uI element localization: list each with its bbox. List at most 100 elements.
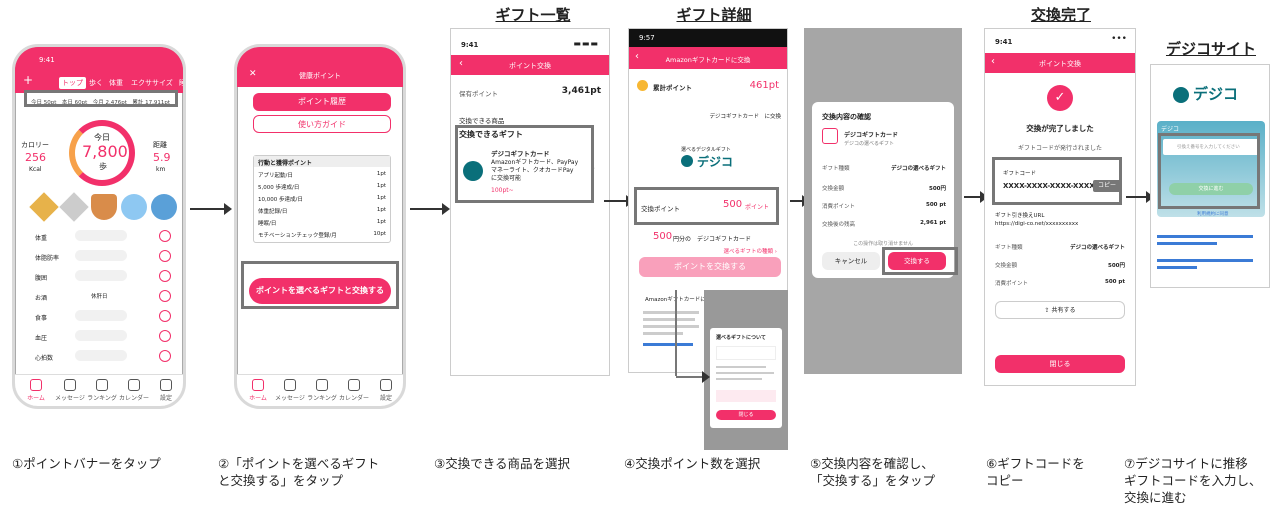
gift-description: Amazonギフトカード、PayPay マネーライト、クオカードPay に交換可… xyxy=(491,159,579,182)
highlight-gift-code xyxy=(992,157,1122,205)
tab-ranking[interactable]: ランキング xyxy=(87,379,117,402)
gift-code: XXXX-XXXX-XXXX-XXXX xyxy=(1003,182,1095,190)
record-meal[interactable]: 食事 xyxy=(35,315,48,322)
popup-close-button[interactable]: 閉じる xyxy=(716,410,776,420)
cancel-button[interactable]: キャンセル xyxy=(822,252,880,270)
total-points-label: 累計ポイント xyxy=(653,84,692,92)
item-pt: 1pt xyxy=(376,207,386,213)
exchange-points-button[interactable]: ポイントを交換する xyxy=(639,257,781,277)
back-icon[interactable]: ‹ xyxy=(459,58,463,69)
alcohol-value: 休肝日 xyxy=(91,294,108,300)
tab-home[interactable]: ホーム xyxy=(21,379,51,402)
tab-ranking[interactable]: ランキング xyxy=(307,379,337,402)
calorie-unit: Kcal xyxy=(29,166,42,173)
screen-exchange-complete: 9:41 ••• ‹ ポイント交換 ✓ 交換が完了しました ギフトコードが発行さ… xyxy=(984,28,1136,386)
graph-icon[interactable] xyxy=(159,250,171,262)
degico-logo-icon xyxy=(463,161,483,181)
copy-button[interactable]: コピー xyxy=(1093,180,1121,192)
record-waist[interactable]: 腹囲 xyxy=(35,275,48,282)
yen-value: 500 xyxy=(653,231,673,242)
record-blood-pressure[interactable]: 血圧 xyxy=(35,335,48,342)
distance-unit: km xyxy=(156,166,166,173)
point-history-button[interactable]: ポイント履歴 xyxy=(253,93,391,111)
row-value: 500円 xyxy=(929,186,946,192)
status-time: 9:57 xyxy=(639,34,655,42)
row-label: 交換金額 xyxy=(822,186,845,192)
tab-home[interactable]: ホーム xyxy=(243,379,273,402)
record-weight[interactable]: 体重 xyxy=(35,235,48,242)
graph-icon[interactable] xyxy=(159,350,171,362)
gift-info-popup: 選べるギフトについて 閉じる xyxy=(710,328,782,428)
point-banner-text[interactable]: 今日 50pt 本日 60pt 今月 2,476pt 累計 17,911pt xyxy=(31,100,171,106)
record-heart-rate[interactable]: 心拍数 xyxy=(35,355,54,362)
graph-icon[interactable] xyxy=(159,230,171,242)
calorie-label: カロリー xyxy=(21,141,49,149)
tab-top[interactable]: トップ xyxy=(59,77,86,89)
tab-settings[interactable]: 設定 xyxy=(151,379,181,402)
record-body-fat[interactable]: 体脂肪率 xyxy=(35,255,60,262)
redeem-url[interactable]: https://digi-co.net/xxxxxxxxxx xyxy=(995,221,1079,227)
caption-step-3: ③交換できる商品を選択 xyxy=(434,456,570,471)
code-label: ギフトコード xyxy=(1003,171,1037,177)
add-icon[interactable]: + xyxy=(23,73,34,87)
code-input[interactable]: 引換え番号を入力してください xyxy=(1163,139,1259,155)
record-alcohol[interactable]: お酒 xyxy=(35,295,48,302)
code-input-placeholder: 引換え番号を入力してください xyxy=(1177,145,1240,150)
record-input-pill[interactable] xyxy=(75,250,127,261)
products-label: 交換できる商品 xyxy=(459,117,505,125)
note-title: Amazonギフトカードに関 xyxy=(645,297,712,303)
row-value: 2,961 pt xyxy=(920,220,946,226)
tab-sleep[interactable]: 睡 xyxy=(179,79,186,87)
record-input-pill[interactable] xyxy=(75,230,127,241)
tab-weight[interactable]: 体重 xyxy=(109,79,123,87)
popup-title: 選べるギフトについて xyxy=(716,335,766,341)
gift-name[interactable]: デジコギフトカード xyxy=(491,150,550,158)
confirm-exchange-button[interactable]: 交換する xyxy=(888,252,946,270)
highlight-code-input xyxy=(1158,133,1260,209)
gift-sub: デジコの選べるギフト xyxy=(844,141,895,147)
tab-settings[interactable]: 設定 xyxy=(371,379,401,402)
item-label: モチベーションチェック登録/月 xyxy=(258,233,337,239)
close-icon[interactable]: ✕ xyxy=(249,69,257,79)
row-label: ギフト種類 xyxy=(995,245,1023,251)
exchange-points-label: 交換ポイント xyxy=(641,205,680,213)
action-points-list: 行動と獲得ポイント アプリ起動/日 1pt 5,000 歩達成/日 1pt 10… xyxy=(253,155,391,243)
usage-guide-button[interactable]: 使い方ガイド xyxy=(253,115,391,133)
item-label: アプリ起動/日 xyxy=(258,173,293,179)
close-button[interactable]: 閉じる xyxy=(995,355,1125,373)
dialog-note: この操作は取り消せません xyxy=(853,241,913,247)
gift-card-panel: デジコ 引換え番号を入力してください 交換に進む xyxy=(1157,121,1265,217)
gold-badge-icon xyxy=(29,192,59,222)
tab-calendar[interactable]: カレンダー xyxy=(339,379,369,402)
record-input-pill[interactable] xyxy=(75,270,127,281)
tab-calendar[interactable]: カレンダー xyxy=(119,379,149,402)
record-input-pill[interactable] xyxy=(75,310,127,321)
share-button[interactable]: ⇪ 共有する xyxy=(995,301,1125,319)
tab-walk[interactable]: 歩く xyxy=(89,79,103,87)
record-input-pill[interactable] xyxy=(75,350,127,361)
url-label: ギフト引き換えURL xyxy=(995,213,1045,219)
gift-types-link[interactable]: 選べるギフトの種類 › xyxy=(723,249,777,255)
graph-icon[interactable] xyxy=(159,330,171,342)
back-icon[interactable]: ‹ xyxy=(991,56,995,67)
dialog-title: 交換内容の確認 xyxy=(822,113,871,121)
graph-icon[interactable] xyxy=(159,310,171,322)
distance-label: 距離 xyxy=(153,141,167,149)
exchange-gift-button[interactable]: ポイントを選べるギフトと交換する xyxy=(249,278,391,304)
back-icon[interactable]: ‹ xyxy=(635,51,639,62)
calendar-icon[interactable] xyxy=(159,290,171,302)
tab-exercise[interactable]: エクササイズ xyxy=(131,79,173,87)
proceed-button[interactable]: 交換に進む xyxy=(1169,183,1253,195)
terms-link[interactable]: 利用規約に同意 xyxy=(1197,212,1229,217)
item-pt: 1pt xyxy=(376,195,386,201)
tab-message[interactable]: メッセージ xyxy=(55,379,85,402)
item-label: 睡眠/日 xyxy=(258,221,277,227)
graph-icon[interactable] xyxy=(159,270,171,282)
tab-message[interactable]: メッセージ xyxy=(275,379,305,402)
row-value: デジコの選べるギフト xyxy=(890,166,946,172)
row-value: 500円 xyxy=(1108,263,1125,269)
exchange-points-value[interactable]: 500 xyxy=(723,199,743,210)
row-label: 交換金額 xyxy=(995,263,1018,269)
record-input-pill[interactable] xyxy=(75,330,127,341)
share-icon: ⇪ xyxy=(1044,307,1052,314)
